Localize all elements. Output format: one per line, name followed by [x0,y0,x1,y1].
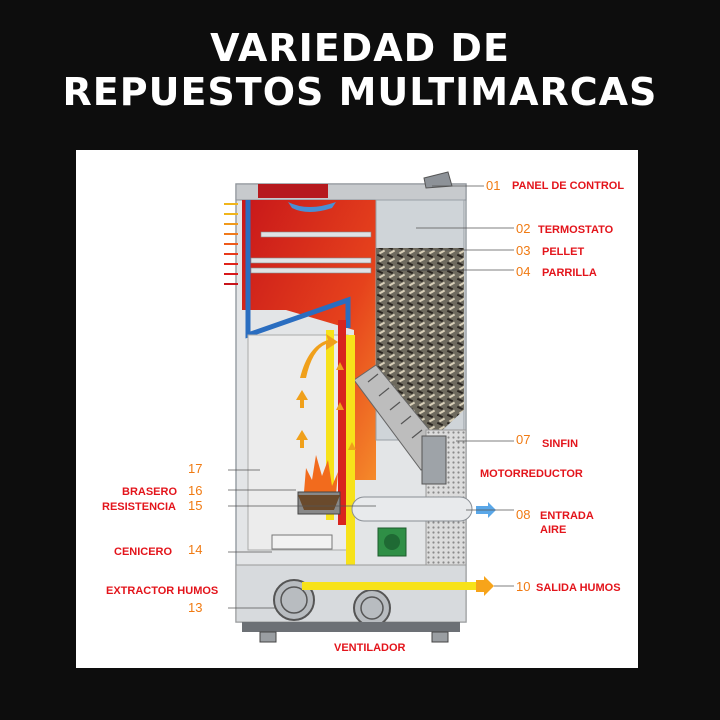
part-15-number: 15 [188,498,203,513]
part-17-number: 17 [188,461,203,476]
part-16-number: 16 [188,483,203,498]
yellow-flue-1 [346,335,355,585]
part-02-number: 02 [516,221,531,236]
deflector [245,200,351,339]
lower-chamber [235,564,467,623]
embers [298,495,340,510]
part-10-label: SALIDA HUMOS [536,582,621,594]
motorreductor-label: MOTORREDUCTOR [480,468,583,480]
heat-tube-3 [250,267,372,274]
headline-line-1: VARIEDAD DE [210,26,510,70]
part-08-label-2: AIRE [540,524,567,536]
part-08-number: 08 [516,507,531,522]
top-vent [258,184,328,198]
exhaust-duct [302,582,476,590]
red-flue [338,320,346,525]
part-14-number: 14 [188,542,203,557]
heat-tube-2 [250,257,372,264]
part-13-label: EXTRACTOR HUMOS [106,585,219,597]
water-tray [288,202,336,212]
heat-tube-1 [260,231,372,238]
part-01-number: 01 [486,178,501,193]
flow-arrows [296,334,356,450]
part-15-label: RESISTENCIA [102,501,176,513]
part-14-label: CENICERO [114,546,173,558]
ventilator-fan [353,589,391,627]
ventilador-label: VENTILADOR [334,642,406,654]
part-03-number: 03 [516,243,531,258]
part-16-label: BRASERO [122,486,178,498]
exhaust-arrow [476,576,494,596]
part-03-label: PELLET [542,246,585,258]
part-07-label: SINFIN [542,438,579,450]
gear-motor [421,435,447,485]
stove-diagram-panel: 01 PANEL DE CONTROL 02 TERMOSTATO 03 PEL… [76,150,638,668]
stove-cutaway-illustration [224,171,514,643]
side-air-arrows [224,203,238,285]
part-13-number: 13 [188,600,203,615]
ash-pan [271,534,333,550]
part-10-number: 10 [516,579,531,594]
foot-left [259,631,277,643]
part-04-number: 04 [516,264,531,279]
air-inlet-tube [351,496,473,522]
yellow-flue-2 [326,330,334,520]
part-02-label: TERMOSTATO [538,224,614,236]
headline-line-2: REPUESTOS MULTIMARCAS [62,70,658,114]
part-08-label: ENTRADA [540,510,594,522]
flame [304,455,338,495]
foot-right [431,631,449,643]
part-01-label: PANEL DE CONTROL [512,180,625,192]
leader-lines [228,185,514,609]
base [242,622,460,632]
part-04-label: PARRILLA [542,267,597,279]
part-07-number: 07 [516,432,531,447]
